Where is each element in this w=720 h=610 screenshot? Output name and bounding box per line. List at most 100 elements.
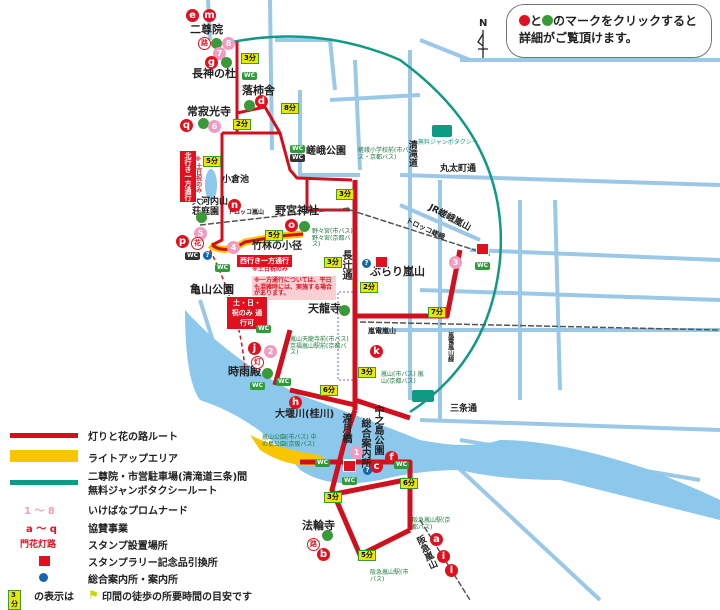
marker-n[interactable]: n bbox=[228, 199, 241, 212]
legend-gift: スタンプラリー記念品引換所 bbox=[88, 558, 218, 569]
roads bbox=[198, 0, 720, 602]
wc-icon: WC bbox=[185, 252, 201, 260]
wc-icon: WC bbox=[250, 382, 266, 390]
gift-icon bbox=[343, 459, 356, 472]
legend-lightup-swatch bbox=[10, 450, 78, 462]
marker-a[interactable]: a bbox=[430, 533, 443, 546]
legend-stamp-symbol: 門花灯路 bbox=[20, 540, 57, 550]
stamp-ro[interactable]: 路 bbox=[198, 37, 211, 50]
ogura-pond bbox=[205, 169, 217, 201]
label-ogura: 小倉池 bbox=[222, 175, 250, 185]
label-jojakko: 常寂光寺 bbox=[187, 105, 231, 118]
spot-tenryuji[interactable] bbox=[339, 305, 350, 316]
legend-gift-icon bbox=[38, 554, 51, 567]
promenade-7[interactable]: 7 bbox=[213, 47, 226, 60]
busstop-hankyu-kyoto: 阪急嵐山駅(京都バス) bbox=[412, 517, 451, 531]
legend-taxi-2: 無料ジャンボタクシールート bbox=[88, 486, 218, 497]
promenade-3[interactable]: 3 bbox=[449, 256, 462, 269]
marker-i[interactable]: i bbox=[437, 550, 450, 563]
promenade-2[interactable]: 2 bbox=[264, 345, 277, 358]
legend-lightup: ライトアップエリア bbox=[88, 454, 178, 465]
sign-west-oneway: 西行き一方通行 bbox=[236, 254, 293, 268]
spot-okochi[interactable] bbox=[196, 212, 207, 223]
spot-nagakami[interactable] bbox=[221, 57, 232, 68]
railway-lines bbox=[359, 321, 720, 601]
compass-north: N bbox=[479, 18, 488, 29]
notice-line2: 詳細がご覧頂けます。 bbox=[519, 31, 638, 45]
label-sanjo: 三条通 bbox=[450, 404, 478, 414]
marker-c[interactable]: c bbox=[370, 460, 383, 473]
marker-f[interactable]: f bbox=[385, 451, 398, 464]
stamp-ro-2[interactable]: 路 bbox=[307, 538, 320, 551]
marker-o[interactable]: o bbox=[285, 219, 298, 232]
marker-q[interactable]: q bbox=[180, 119, 193, 132]
minutes-badge: 8分 bbox=[281, 103, 299, 114]
stamp-hana[interactable]: 花 bbox=[191, 237, 204, 250]
label-okochi: 大河内山荘庭園 bbox=[192, 197, 229, 217]
minutes-badge: 3分 bbox=[324, 492, 342, 503]
spot-horinji[interactable] bbox=[322, 530, 333, 541]
marker-k[interactable]: k bbox=[370, 345, 383, 358]
sign-north-oneway: 北行き一方通行 bbox=[179, 150, 197, 203]
label-shigureden: 時雨殿 bbox=[228, 365, 261, 378]
legend-taxi-swatch bbox=[10, 480, 78, 485]
label-sogo: 総合案内所 bbox=[359, 418, 370, 468]
wc-icon: WC bbox=[290, 145, 306, 153]
legend-taxi-1: 二尊院・市営駐車場(清滝道三条)間 bbox=[88, 472, 248, 483]
busstop-tenryuji: 嵐山天龍寺前(市バス) 京福嵐山駅前(京都バス) bbox=[290, 336, 349, 357]
label-nakanoshima: 中之島公園 bbox=[372, 405, 383, 455]
legend-stamp: スタンプ設置場所 bbox=[88, 541, 168, 552]
wc-icon: WC bbox=[475, 262, 491, 270]
promenade-4[interactable]: 4 bbox=[227, 241, 240, 254]
minutes-badge: 3分 bbox=[324, 257, 342, 268]
promenade-1[interactable]: 1 bbox=[350, 446, 363, 459]
legend-route: 灯りと花の路ルート bbox=[88, 432, 178, 443]
label-rakushisha: 落柿舎 bbox=[242, 84, 275, 97]
spot-rakushisha[interactable] bbox=[244, 100, 255, 111]
spot-shigureden[interactable] bbox=[262, 368, 273, 379]
promenade-8[interactable]: 8 bbox=[222, 37, 235, 50]
label-horinji: 法輪寺 bbox=[302, 519, 335, 532]
marker-m[interactable]: m bbox=[203, 9, 216, 22]
minutes-badge: 6分 bbox=[400, 478, 418, 489]
label-randen: 嵐電嵐山 bbox=[368, 327, 396, 335]
legend-info-icon bbox=[39, 573, 48, 582]
wc-icon: WC bbox=[276, 378, 292, 386]
notice-line1: のマークをクリックすると bbox=[553, 14, 698, 28]
road-network bbox=[198, 0, 720, 602]
legend-minute-text2: 印間の徒歩の所要時間の目安です bbox=[102, 592, 252, 603]
label-nisonin: 二尊院 bbox=[190, 23, 223, 36]
label-saga-park: 嵯峨公園 bbox=[306, 146, 346, 157]
sign-weekend-pass: 土・日・祝のみ 通行可 bbox=[226, 296, 268, 330]
label-burari: ぶらり嵐山 bbox=[370, 265, 425, 278]
minutes-badge: 7分 bbox=[428, 307, 446, 318]
notice-and: と bbox=[530, 14, 543, 28]
label-kiyotaki: 清滝道 bbox=[406, 140, 417, 167]
stamp-to[interactable]: 灯 bbox=[251, 356, 264, 369]
promenade-6[interactable]: 6 bbox=[208, 120, 221, 133]
spot-nisonin[interactable] bbox=[211, 38, 222, 49]
marker-e[interactable]: e bbox=[186, 9, 199, 22]
sign-oneway-note: ※一方通行については、平日も混雑時には、実施する場合があります。 bbox=[252, 276, 336, 300]
bus-icon bbox=[412, 125, 452, 402]
marker-b[interactable]: b bbox=[317, 548, 330, 561]
marker-d[interactable]: d bbox=[255, 95, 268, 108]
marker-h[interactable]: h bbox=[289, 396, 302, 409]
legend-sponsor: 協賛事業 bbox=[88, 524, 128, 535]
spot-jojakko[interactable] bbox=[198, 118, 209, 129]
spot-nonomiya[interactable] bbox=[299, 221, 310, 232]
info-icon: ? bbox=[362, 259, 371, 268]
tenryuji-zone bbox=[337, 291, 358, 381]
marker-j[interactable]: j bbox=[248, 342, 261, 355]
legend-promenade-symbol: 1 ～ 8 bbox=[24, 506, 55, 517]
green-dot-icon bbox=[542, 15, 554, 26]
marker-l[interactable]: l bbox=[445, 564, 458, 577]
compass-icon bbox=[477, 30, 488, 58]
lightup-area-riverside bbox=[250, 435, 330, 466]
label-nagatsuji: 長辻通 bbox=[340, 250, 351, 280]
wc-icon: WC bbox=[215, 264, 231, 272]
label-taxi: 無料ジャンボタクシー bbox=[418, 139, 478, 146]
marker-p[interactable]: p bbox=[176, 235, 189, 248]
promenade-5[interactable]: 5 bbox=[194, 227, 207, 240]
marker-g[interactable]: g bbox=[205, 56, 218, 69]
